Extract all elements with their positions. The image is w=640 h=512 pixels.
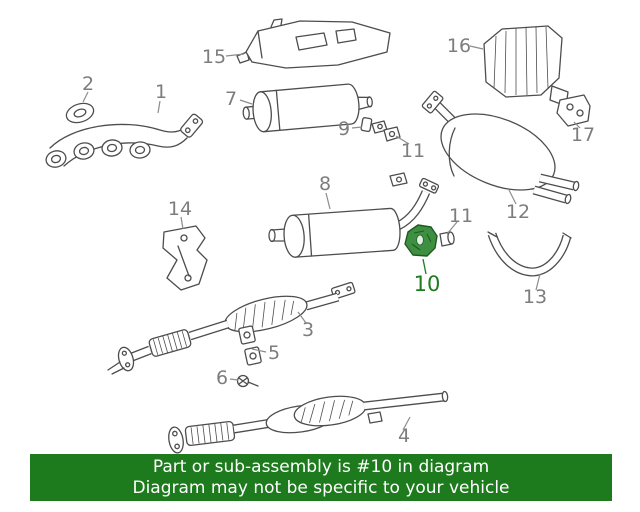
part-4-pipe-assembly	[168, 390, 449, 454]
callout-11-mid: 11	[448, 205, 474, 227]
part-14-bracket	[162, 225, 208, 291]
callout-15: 15	[201, 46, 227, 68]
callout-11-upper: 11	[400, 140, 426, 162]
callout-1: 1	[154, 81, 168, 103]
banner-line-2: Diagram may not be specific to your vehi…	[132, 477, 510, 498]
part-1-exhaust-manifold	[45, 113, 204, 168]
part-17-bracket	[556, 94, 591, 127]
part-10-highlighted-hanger	[404, 224, 438, 257]
callout-9: 9	[337, 118, 351, 140]
part-11-mid-nut	[439, 231, 455, 247]
callout-2: 2	[81, 73, 95, 95]
part-11-upper-bracket	[383, 126, 401, 142]
callout-8: 8	[318, 173, 332, 195]
part-9-clamp	[360, 117, 388, 134]
callout-12: 12	[505, 201, 531, 223]
part-2-gasket	[65, 102, 95, 124]
callout-14: 14	[167, 198, 193, 220]
part-16-heat-shield	[483, 25, 569, 107]
part-8-center-muffler	[268, 172, 440, 258]
callout-4: 4	[397, 425, 411, 447]
banner-line-1: Part or sub-assembly is #10 in diagram	[152, 456, 490, 477]
part-13-hose	[487, 231, 572, 277]
callout-6: 6	[215, 367, 229, 389]
callout-16: 16	[446, 35, 472, 57]
callout-7: 7	[224, 88, 238, 110]
part-12-rear-muffler	[421, 90, 580, 205]
callout-leader-lines	[82, 45, 581, 431]
callout-10-highlighted: 10	[413, 272, 441, 296]
callout-5: 5	[267, 342, 281, 364]
part-5-brackets	[238, 325, 262, 366]
part-15-heat-shield	[236, 18, 391, 69]
part-3-catalytic-converter-assembly	[107, 281, 356, 375]
part-6-bolt	[236, 374, 259, 388]
disclaimer-banner: Part or sub-assembly is #10 in diagram D…	[30, 454, 612, 501]
callout-10-leader-line	[422, 258, 427, 275]
callout-13: 13	[522, 286, 548, 308]
callout-17: 17	[570, 124, 596, 146]
callout-3: 3	[301, 319, 315, 341]
part-7-muffler	[242, 83, 373, 133]
